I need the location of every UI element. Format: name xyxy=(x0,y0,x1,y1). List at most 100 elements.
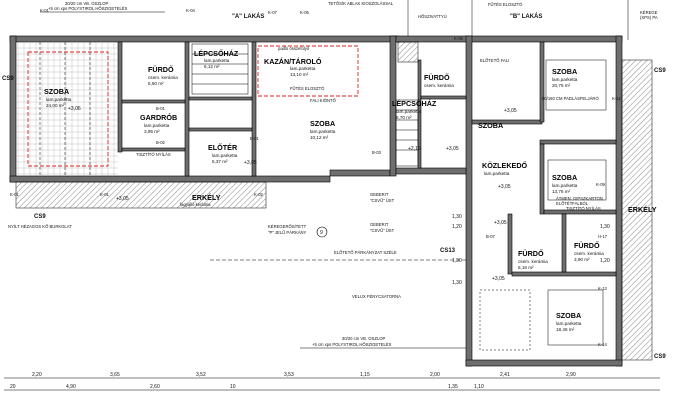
room-kazan: KAZÁN/TÁROLÓ lam.parketta 13,10 m² xyxy=(264,57,322,77)
room-lepcsohaz-a: LÉPCSŐHÁZ lam.parketta 6,12 m² xyxy=(194,49,239,69)
svg-text:lam.parketta: lam.parketta xyxy=(396,109,422,114)
bottom-dims: 2,20 4,90 3,65 2,60 3,52 3,53 1,15 2,00 … xyxy=(4,372,660,391)
svg-text:B-01: B-01 xyxy=(250,136,260,141)
svg-text:2,41: 2,41 xyxy=(500,372,510,378)
svg-text:FÜRDŐ: FÜRDŐ xyxy=(518,249,544,258)
stairs-b xyxy=(395,99,419,167)
section-markers: CS9 CS9 CS9 CS9 CS13 9 xyxy=(2,68,666,360)
skylight-outline-a xyxy=(27,51,109,167)
hoszivattyu-note: HŐSZIVATTYÚ xyxy=(418,14,447,19)
svg-text:1,30: 1,30 xyxy=(452,214,462,220)
futes-eloszto-a: FŰTÉS ELOSZTÓ xyxy=(290,86,325,91)
svg-text:20: 20 xyxy=(10,384,16,390)
room-szoba-b3: SZOBA lam.parketta 18,46 m² xyxy=(556,311,582,332)
skylight-outline-mid xyxy=(257,45,359,97)
csvu-note-2: "CSVŰ" ÜST xyxy=(370,228,395,233)
geberit-note: GEBERIT xyxy=(370,192,389,197)
svg-text:+3,05: +3,05 xyxy=(244,160,257,166)
room-szoba-b-center: SZOBA xyxy=(478,121,503,130)
svg-text:20,75 m²: 20,75 m² xyxy=(552,83,571,88)
svg-text:1,30: 1,30 xyxy=(452,258,462,264)
svg-text:SZOBA: SZOBA xyxy=(310,119,335,128)
geberit-note-2: GEBERIT xyxy=(370,222,389,227)
svg-text:csem. kerámia: csem. kerámia xyxy=(574,251,604,256)
balcony-a xyxy=(15,181,267,209)
svg-text:3,52: 3,52 xyxy=(196,372,206,378)
svg-text:LÉPCSŐHÁZ: LÉPCSŐHÁZ xyxy=(392,99,437,108)
svg-text:lam.parketta: lam.parketta xyxy=(204,58,230,63)
svg-text:SZOBA: SZOBA xyxy=(552,67,577,76)
gipsz-note: ÁTMEN. GIPSZKARTON xyxy=(556,196,603,201)
parapet-note: 80/160 CM PADLÁSFELJÁRÓ xyxy=(542,96,599,101)
svg-text:1,30: 1,30 xyxy=(600,224,610,230)
svg-text:2,60: 2,60 xyxy=(150,384,160,390)
svg-text:1,35: 1,35 xyxy=(448,384,458,390)
svg-text:CS13: CS13 xyxy=(440,248,456,254)
svg-text:K-12: K-12 xyxy=(612,96,622,101)
svg-text:K-02: K-02 xyxy=(254,192,264,197)
room-erkely-b: ERKÉLY xyxy=(628,205,657,214)
svg-text:1,10: 1,10 xyxy=(474,384,484,390)
svg-text:1,30: 1,30 xyxy=(452,280,462,286)
svg-text:ERKÉLY: ERKÉLY xyxy=(628,205,657,214)
futes-eloszto-top: FŰTÉS ELOSZTÓ xyxy=(488,2,523,7)
csvu-note-1: "CSVŰ" ÜST xyxy=(370,198,395,203)
svg-text:H-17: H-17 xyxy=(598,234,608,239)
svg-text:+3,05: +3,05 xyxy=(494,220,507,226)
room-lepcsohaz-b: LÉPCSŐHÁZ lam.parketta 5,70 m² xyxy=(392,99,437,120)
svg-text:K-01: K-01 xyxy=(100,192,110,197)
svg-text:lam.parketta: lam.parketta xyxy=(46,97,72,102)
right-dims: 1,30 1,20 1,30 1,30 1,30 1,20 xyxy=(452,214,610,286)
svg-text:3,53: 3,53 xyxy=(284,372,294,378)
gravel-note: NYÍLT HÉZAGOS KŐ BURKOLAT xyxy=(8,224,72,229)
svg-text:K-14: K-14 xyxy=(598,342,608,347)
svg-text:5,16 m²: 5,16 m² xyxy=(518,265,534,270)
svg-text:SZOBA: SZOBA xyxy=(44,87,69,96)
svg-text:LÉPCSŐHÁZ: LÉPCSŐHÁZ xyxy=(194,49,239,58)
svg-text:1,20: 1,20 xyxy=(452,224,462,230)
svg-text:CS9: CS9 xyxy=(2,76,14,82)
room-furdo-a: FÜRDŐ csem. kerámia 5,60 m² xyxy=(148,65,178,86)
svg-text:K-04: K-04 xyxy=(186,8,196,13)
svg-text:13,76 m²: 13,76 m² xyxy=(552,189,571,194)
room-gardrob: GARDRÓB lam.parketta 3,95 m² xyxy=(140,113,177,134)
balcony-b xyxy=(621,59,653,361)
svg-text:lam.parketta: lam.parketta xyxy=(144,123,170,128)
padlo-note: padló összefolyó xyxy=(278,46,310,51)
apartment-b-title: "B" LAKÁS xyxy=(510,13,542,20)
element-tags: K-01 K-04 K-07 K-06 K-05 K-01 K-01 B-01 … xyxy=(10,8,622,347)
kerege-note: KÉREGE xyxy=(640,10,658,15)
svg-text:ERKÉLY: ERKÉLY xyxy=(192,193,221,202)
svg-text:2,00: 2,00 xyxy=(430,372,440,378)
room-kozlekedo: KÖZLEKEDŐ lam.parketta xyxy=(482,161,528,176)
svg-text:CS9: CS9 xyxy=(654,68,666,74)
svg-text:2,90: 2,90 xyxy=(566,372,576,378)
svg-text:10,12 m²: 10,12 m² xyxy=(310,135,329,140)
svg-text:+3,05: +3,05 xyxy=(116,196,129,202)
top-notes: 30/20 cm VB. OSZLOP +5 cm xps POLYSTIROL… xyxy=(40,0,658,40)
svg-text:lam.parketta: lam.parketta xyxy=(556,321,582,326)
svg-text:FÜRDŐ: FÜRDŐ xyxy=(424,73,450,82)
room-furdo-b1: FÜRDŐ csem. kerámia 5,16 m² xyxy=(518,249,548,270)
svg-text:9: 9 xyxy=(320,230,323,236)
svg-text:lam.parketta: lam.parketta xyxy=(290,66,316,71)
svg-text:K-05: K-05 xyxy=(300,10,310,15)
room-eloter: ELŐTÉR lam.parketta 5,37 m² xyxy=(208,143,238,164)
svg-text:SZOBA: SZOBA xyxy=(478,121,503,130)
svg-text:K-13: K-13 xyxy=(598,286,608,291)
stairs-a xyxy=(191,43,249,95)
svg-text:B-02: B-02 xyxy=(156,140,166,145)
skylight-note: TETŐSÍK ABLAK KIOSZOLÁSSAL xyxy=(328,1,394,6)
svg-text:lam.parketta: lam.parketta xyxy=(552,77,578,82)
svg-text:1,15: 1,15 xyxy=(360,372,370,378)
room-szoba-b1: SZOBA lam.parketta 20,75 m² xyxy=(552,67,578,88)
svg-text:3,95 m²: 3,95 m² xyxy=(144,129,160,134)
svg-text:5,37 m²: 5,37 m² xyxy=(212,159,228,164)
svg-text:ELŐTÉR: ELŐTÉR xyxy=(208,143,238,152)
tisztito-note: TISZTÍTÓ NYÍLÁS xyxy=(136,152,171,157)
eloteto-note: ELŐTETŐ FALI xyxy=(480,58,509,63)
svg-text:+3,05: +3,05 xyxy=(446,146,459,152)
keregeritett-note: KÉREGERŐSÍTETT xyxy=(268,224,307,229)
svg-text:KÖZLEKEDŐ: KÖZLEKEDŐ xyxy=(482,161,528,170)
svg-text:KAZÁN/TÁROLÓ: KAZÁN/TÁROLÓ xyxy=(264,57,322,66)
